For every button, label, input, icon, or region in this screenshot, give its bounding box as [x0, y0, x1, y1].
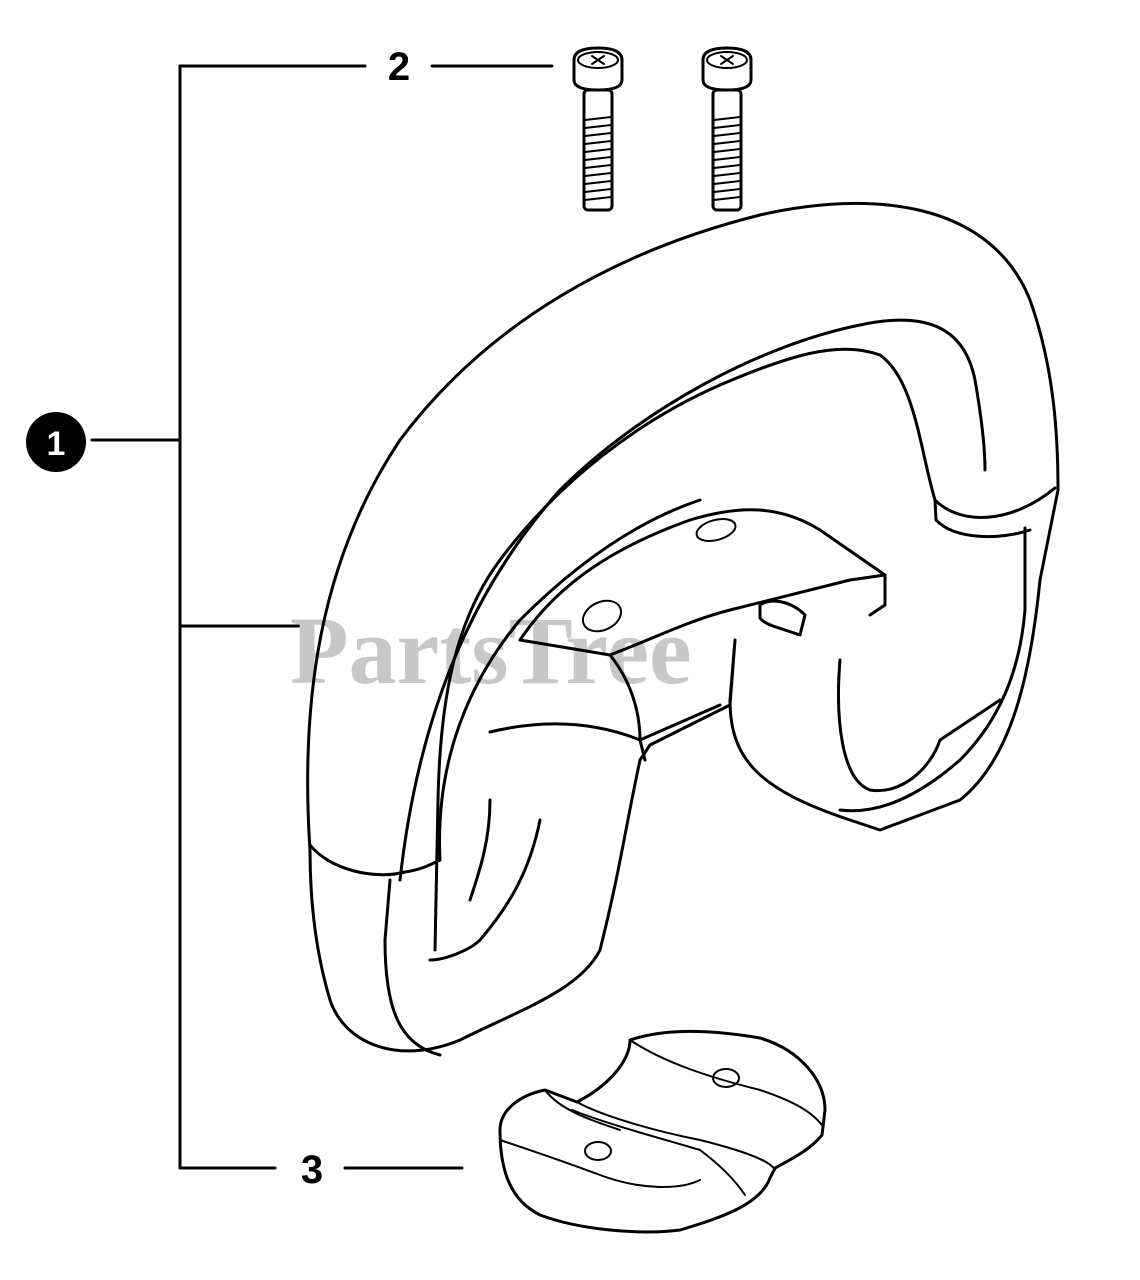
callout-label-1: 1: [47, 425, 66, 463]
thread-lines-left: [584, 116, 612, 201]
callout-label-2: 2: [388, 45, 410, 89]
callout-label-3: 3: [301, 1148, 323, 1192]
callout-badge-1: 1: [26, 412, 86, 472]
thread-lines-right: [713, 116, 741, 201]
screw-part-left: [572, 46, 624, 212]
badge-circle: [26, 412, 86, 472]
handle-part: [306, 202, 1060, 1057]
screw-part-right: [701, 46, 753, 212]
clamp-block-part: [498, 1029, 827, 1234]
callout-bracket: [90, 64, 554, 1170]
